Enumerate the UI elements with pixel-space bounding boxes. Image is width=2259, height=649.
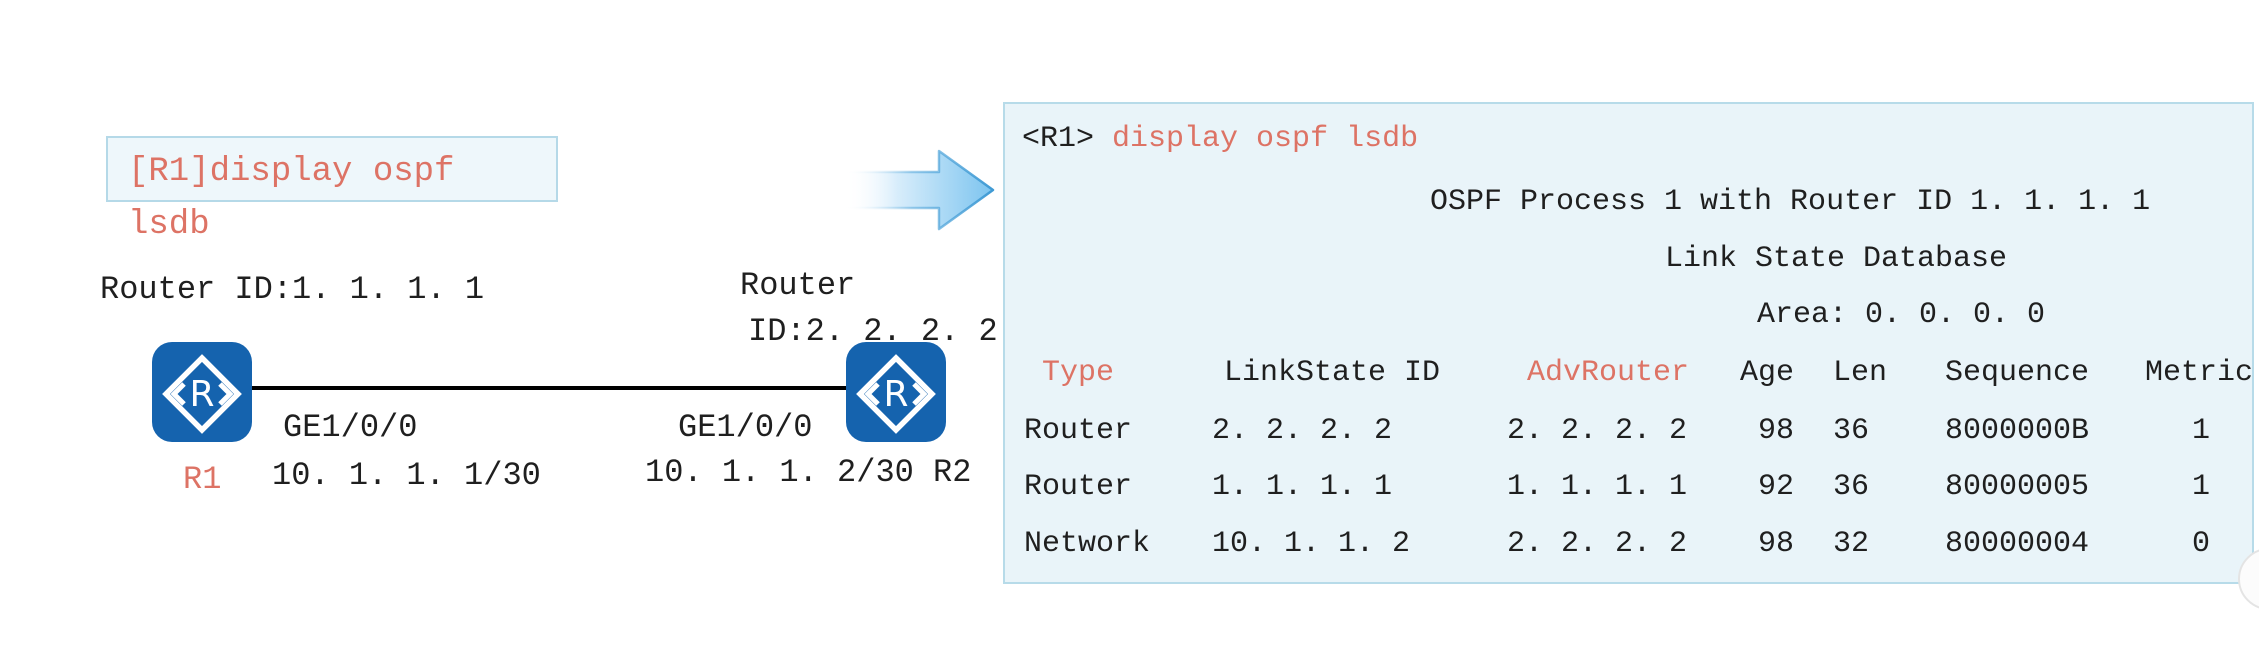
cell-len: 36 (1833, 470, 1870, 504)
cell-len: 36 (1833, 414, 1870, 448)
r2-interface-label: GE1/0/0 (678, 409, 813, 446)
cell-metric: 1 (2191, 414, 2210, 448)
header-linkstate-id: LinkState ID (1224, 356, 1441, 390)
header-sequence: Sequence (1945, 356, 2090, 390)
header-metric: Metric (2145, 356, 2254, 390)
command-callout-line2: lsdb (128, 206, 210, 244)
link-state-db-line: Link State Database (1665, 242, 2008, 276)
command-callout-box: [R1]display ospf (106, 136, 558, 202)
cell-linkstate-id: 2. 2. 2. 2 (1212, 414, 1393, 448)
table-row: Network 10. 1. 1. 2 2. 2. 2. 2 98 32 800… (1024, 529, 2234, 565)
cell-type: Router (1024, 414, 1133, 448)
cell-metric: 1 (2191, 470, 2210, 504)
r1-name-label: R1 (183, 461, 222, 498)
area-line: Area: 0. 0. 0. 0 (1757, 298, 2046, 332)
ospf-process-line: OSPF Process 1 with Router ID 1. 1. 1. 1 (1430, 185, 2151, 219)
table-row: Router 1. 1. 1. 1 1. 1. 1. 1 92 36 80000… (1024, 472, 2234, 508)
header-adv-router: AdvRouter (1527, 356, 1690, 390)
router-icon-r2: R (846, 342, 946, 442)
r2-ip-name-label: 10. 1. 1. 2/30 R2 (645, 454, 972, 491)
cell-sequence: 80000004 (1945, 527, 2090, 561)
r2-router-id-label-line1: Router (740, 267, 856, 304)
r1-interface-label: GE1/0/0 (283, 409, 418, 446)
cell-age: 98 (1757, 527, 1794, 561)
cell-adv-router: 2. 2. 2. 2 (1507, 414, 1688, 448)
cell-len: 32 (1833, 527, 1870, 561)
terminal-command: display ospf lsdb (1112, 122, 1419, 156)
command-callout-line1: [R1]display ospf (128, 153, 455, 191)
header-age: Age (1739, 356, 1794, 390)
table-row: Router 2. 2. 2. 2 2. 2. 2. 2 98 36 80000… (1024, 416, 2234, 452)
lsdb-table-header: Type LinkState ID AdvRouter Age Len Sequ… (1024, 356, 2253, 394)
router-icon-r1-letter: R (189, 374, 214, 415)
terminal-output-panel: <R1> display ospf lsdb OSPF Process 1 wi… (1003, 102, 2254, 584)
arrow-right-icon (845, 149, 995, 231)
cell-adv-router: 2. 2. 2. 2 (1507, 527, 1688, 561)
cell-age: 92 (1757, 470, 1794, 504)
r2-router-id-label-line2: ID:2. 2. 2. 2 (748, 313, 998, 350)
header-len: Len (1833, 356, 1888, 390)
cell-type: Router (1024, 470, 1133, 504)
cell-age: 98 (1757, 414, 1794, 448)
r1-ip-label: 10. 1. 1. 1/30 (272, 457, 541, 494)
cell-sequence: 8000000B (1945, 414, 2090, 448)
router-icon-r1: R (152, 342, 252, 442)
header-type: Type (1042, 356, 1115, 390)
terminal-command-line: <R1> display ospf lsdb (1022, 124, 1418, 158)
cell-linkstate-id: 10. 1. 1. 2 (1212, 527, 1411, 561)
router-icon-r2-letter: R (883, 374, 908, 415)
cell-sequence: 80000005 (1945, 470, 2090, 504)
r1-router-id-label: Router ID:1. 1. 1. 1 (100, 271, 485, 308)
terminal-prompt-gap (1094, 122, 1112, 156)
cell-metric: 0 (2191, 527, 2210, 561)
terminal-prompt: <R1> (1022, 122, 1095, 156)
cell-type: Network (1024, 527, 1151, 561)
link-line (240, 386, 872, 390)
cell-adv-router: 1. 1. 1. 1 (1507, 470, 1688, 504)
cell-linkstate-id: 1. 1. 1. 1 (1212, 470, 1393, 504)
